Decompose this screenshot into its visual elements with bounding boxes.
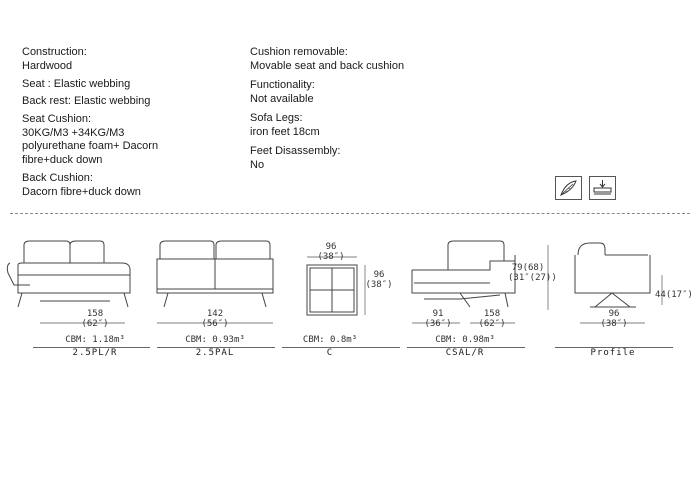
sofa-drawings bbox=[6, 240, 663, 324]
sofa-2-5pal-drawing bbox=[156, 240, 274, 308]
module-name-2-5pal: 2.5PAL bbox=[195, 348, 235, 358]
feather-icon bbox=[555, 176, 582, 200]
dim-corner-top-in: (38″) bbox=[317, 252, 345, 262]
seat-compression-icon bbox=[589, 176, 616, 200]
separator-4 bbox=[407, 347, 525, 348]
cbm-2-5pal: CBM: 0.93m³ bbox=[185, 335, 245, 345]
corner-module-drawing bbox=[306, 264, 358, 316]
separator-5 bbox=[555, 347, 673, 348]
separator-1 bbox=[33, 347, 150, 348]
cbm-corner: CBM: 0.8m³ bbox=[302, 335, 358, 345]
dim-chaise-b: 158 (62″) bbox=[472, 309, 512, 329]
dim-chaise-a-cm: 91 bbox=[432, 309, 444, 319]
specs-left: Construction: Hardwood Seat : Elastic we… bbox=[22, 46, 158, 199]
back-cushion-label: Back Cushion: bbox=[22, 172, 93, 184]
dim-chaise-b-in: (62″) bbox=[478, 319, 506, 329]
sofa-legs-label: Sofa Legs: bbox=[250, 112, 303, 124]
module-name-chaise: CSAL/R bbox=[445, 348, 485, 358]
dim-profile-height-in: (31″(27)) bbox=[508, 273, 557, 283]
specs-right: Cushion removable: Movable seat and back… bbox=[250, 46, 404, 172]
sofa-legs-value: iron feet 18cm bbox=[250, 125, 320, 138]
chaise-drawing bbox=[411, 240, 516, 308]
module-name-profile: Profile bbox=[590, 348, 636, 358]
dim-profile-seat: 44(17″) bbox=[655, 290, 697, 300]
separator-2 bbox=[157, 347, 275, 348]
seat-cushion-line-3: fibre+duck down bbox=[22, 153, 103, 166]
cbm-2-5plr: CBM: 1.18m³ bbox=[65, 335, 125, 345]
dim-2-5pal-cm: 142 bbox=[206, 309, 224, 319]
sofa-2-5plr-drawing bbox=[6, 240, 131, 308]
dim-2-5plr: 158 (62″) bbox=[70, 309, 120, 329]
functionality-label: Functionality: bbox=[250, 79, 315, 91]
cushion-removable-value: Movable seat and back cushion bbox=[250, 59, 405, 72]
back-cushion-value: Dacorn fibre+duck down bbox=[22, 185, 141, 198]
separator-3 bbox=[282, 347, 400, 348]
dim-corner-side-in: (38″) bbox=[365, 280, 393, 290]
backrest-line: Back rest: Elastic webbing bbox=[22, 94, 151, 107]
seat-cushion-label: Seat Cushion: bbox=[22, 113, 92, 125]
dim-corner-side-cm: 96 bbox=[373, 270, 385, 280]
dim-chaise-a-in: (36″) bbox=[424, 319, 452, 329]
dim-profile-depth-cm: 96 bbox=[608, 309, 620, 319]
dim-profile-depth-in: (38″) bbox=[600, 319, 628, 329]
functionality-value: Not available bbox=[250, 92, 314, 105]
dim-profile-seat-value: 44(17″) bbox=[655, 290, 693, 300]
module-name-2-5plr: 2.5PL/R bbox=[72, 348, 118, 358]
profile-drawing bbox=[574, 242, 651, 308]
seat-cushion-line-2: polyurethane foam+ Dacorn bbox=[22, 140, 159, 152]
dim-2-5plr-in: (62″) bbox=[81, 319, 109, 329]
dim-profile-height-cm: 79(68) bbox=[511, 263, 545, 273]
section-divider bbox=[10, 213, 690, 214]
feet-disassembly-value: No bbox=[250, 158, 265, 171]
dim-2-5plr-cm: 158 bbox=[86, 309, 104, 319]
feet-disassembly-label: Feet Disassembly: bbox=[250, 145, 341, 157]
dim-profile-height: 79(68) (31″(27)) bbox=[508, 263, 557, 283]
seat-cushion-line-1: 30KG/M3 +34KG/M3 bbox=[22, 126, 125, 139]
dim-corner-top: 96 (38″) bbox=[311, 242, 351, 262]
seat-line: Seat : Elastic webbing bbox=[22, 78, 131, 90]
construction-label: Construction: bbox=[22, 46, 87, 58]
dim-corner-top-cm: 96 bbox=[325, 242, 337, 252]
construction-value: Hardwood bbox=[22, 59, 73, 72]
dim-profile-depth: 96 (38″) bbox=[589, 309, 639, 329]
dim-chaise-a: 91 (36″) bbox=[418, 309, 458, 329]
dim-corner-side: 96 (38″) bbox=[364, 270, 394, 290]
feature-icons bbox=[555, 176, 616, 200]
cbm-chaise: CBM: 0.98m³ bbox=[435, 335, 495, 345]
dim-2-5pal: 142 (56″) bbox=[190, 309, 240, 329]
dim-2-5pal-in: (56″) bbox=[201, 319, 229, 329]
module-name-corner: C bbox=[326, 348, 334, 358]
dim-chaise-b-cm: 158 bbox=[483, 309, 501, 319]
cushion-removable-label: Cushion removable: bbox=[250, 46, 348, 58]
